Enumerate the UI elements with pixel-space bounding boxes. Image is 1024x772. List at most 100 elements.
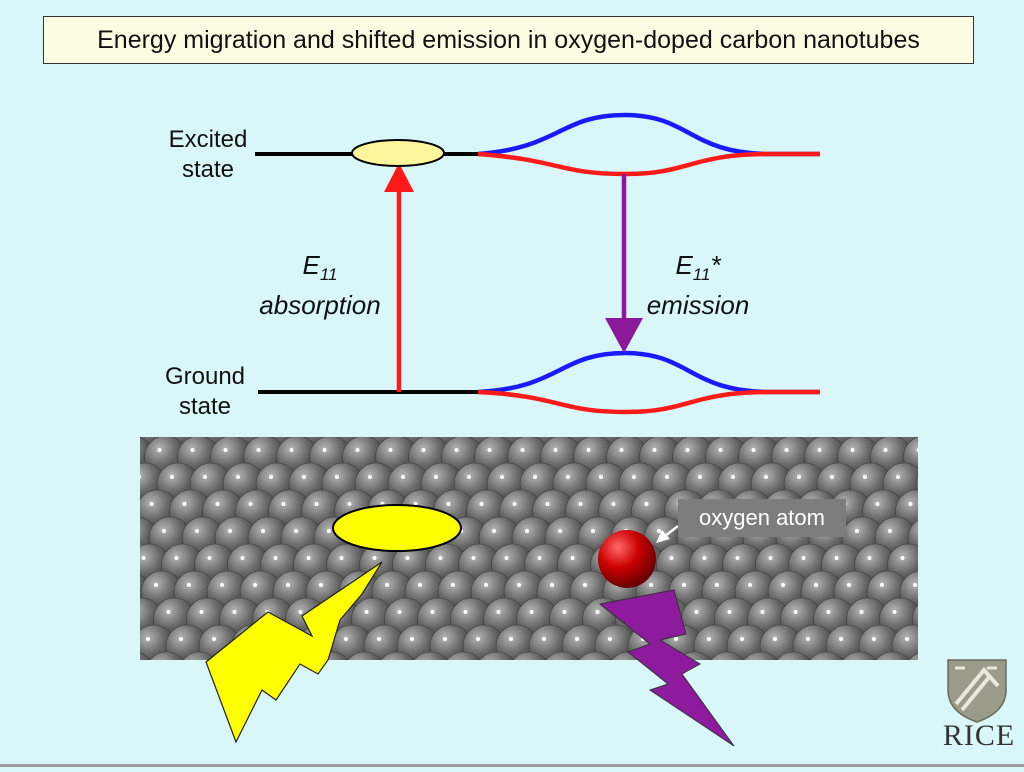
carbon-atom-highlight: [401, 475, 405, 479]
carbon-atom: [891, 624, 918, 660]
carbon-atom-highlight: [203, 475, 207, 479]
carbon-atom-highlight: [805, 421, 809, 425]
carbon-atom-highlight: [364, 610, 369, 614]
carbon-atom-highlight: [174, 556, 179, 560]
carbon-atom-highlight: [281, 502, 286, 506]
carbon-atom: [743, 651, 778, 660]
oxygen-atom-label: oxygen atom: [678, 499, 846, 537]
emission-symbol: E11*: [675, 250, 721, 285]
carbon-atom-highlight: [669, 556, 674, 560]
carbon-atom: [140, 636, 143, 656]
carbon-atom-highlight: [665, 475, 669, 479]
carbon-atom-highlight: [335, 475, 339, 479]
carbon-atom-highlight: [182, 502, 187, 506]
carbon-atom-highlight: [839, 637, 843, 641]
carbon-atom-highlight: [607, 421, 611, 425]
carbon-atom-highlight: [867, 556, 872, 560]
carbon-atom-highlight: [885, 664, 889, 668]
carbon-atom-highlight: [751, 448, 756, 452]
carbon-atom: [67, 625, 109, 667]
carbon-atom-highlight: [170, 475, 174, 479]
carbon-atom-highlight: [390, 664, 394, 668]
carbon-atom-highlight: [682, 583, 686, 587]
carbon-atom-highlight: [212, 637, 216, 641]
carbon-atom-highlight: [121, 583, 125, 587]
oxygen-pointer-arrow: [656, 525, 679, 543]
carbon-atom-highlight: [883, 448, 888, 452]
carbon-atom: [182, 651, 217, 660]
ground-state-label: Ground state: [155, 362, 255, 422]
carbon-atom: [479, 651, 514, 660]
carbon-atom-highlight: [190, 448, 195, 452]
carbon-atom-highlight: [702, 556, 707, 560]
carbon-atom-highlight: [479, 502, 484, 506]
carbon-atom-highlight: [423, 664, 427, 668]
carbon-atom-highlight: [228, 529, 232, 533]
carbon-atom-highlight: [504, 556, 509, 560]
carbon-atom-highlight: [88, 583, 92, 587]
carbon-atom-highlight: [916, 448, 918, 452]
carbon-atom-highlight: [388, 448, 393, 452]
carbon-atom-highlight: [814, 583, 818, 587]
carbon-atom-highlight: [913, 583, 917, 587]
carbon-atom-highlight: [298, 610, 303, 614]
carbon-atom: [446, 651, 481, 660]
carbon-atom: [776, 651, 811, 660]
carbon-atom-highlight: [619, 448, 624, 452]
carbon-atom-highlight: [236, 475, 240, 479]
absorption-word: absorption: [259, 290, 381, 321]
carbon-atom-highlight: [784, 448, 789, 452]
carbon-atom-highlight: [541, 421, 545, 425]
carbon-atom-highlight: [850, 448, 855, 452]
carbon-atom-highlight: [372, 556, 377, 560]
carbon-atom: [710, 651, 745, 660]
carbon-atom-highlight: [80, 637, 84, 641]
carbon-atom-highlight: [852, 664, 856, 668]
carbon-atom-highlight: [550, 583, 554, 587]
carbon-atom-highlight: [192, 664, 196, 668]
carbon-atom-highlight: [343, 421, 347, 425]
carbon-atom-highlight: [685, 448, 690, 452]
carbon-atom-highlight: [760, 610, 765, 614]
carbon-atom-highlight: [376, 421, 380, 425]
carbon-atom-highlight: [261, 529, 265, 533]
carbon-atom-highlight: [574, 421, 578, 425]
carbon-atom-highlight: [385, 583, 389, 587]
excited-lower-curve: [477, 151, 820, 177]
nanotube-atoms: [67, 421, 930, 668]
carbon-atom-highlight: [904, 421, 908, 425]
carbon-atom-highlight: [533, 475, 537, 479]
carbon-atom-highlight: [154, 583, 158, 587]
carbon-atom-highlight: [566, 475, 570, 479]
carbon-atom-highlight: [926, 610, 930, 614]
carbon-atom-highlight: [253, 583, 257, 587]
carbon-atom-highlight: [456, 664, 460, 668]
carbon-atom-highlight: [368, 475, 372, 479]
carbon-atom-highlight: [269, 475, 273, 479]
carbon-atom: [88, 598, 130, 640]
carbon-atom-highlight: [575, 637, 579, 641]
carbon-atom-highlight: [405, 556, 410, 560]
carbon-atom-highlight: [657, 529, 661, 533]
diagram-title: Energy migration and shifted emission in…: [43, 16, 974, 64]
carbon-atom-highlight: [141, 556, 146, 560]
carbon-atom-highlight: [674, 637, 678, 641]
carbon-atom: [842, 651, 877, 660]
carbon-atom-highlight: [126, 664, 130, 668]
carbon-atom-highlight: [484, 583, 488, 587]
carbon-atom-highlight: [129, 529, 133, 533]
absorption-lightning-bolt: [205, 561, 383, 744]
carbon-atom-highlight: [104, 475, 108, 479]
carbon-atom-highlight: [707, 637, 711, 641]
carbon-atom-highlight: [880, 583, 884, 587]
carbon-atom-highlight: [863, 475, 867, 479]
carbon-atom-highlight: [652, 448, 657, 452]
bottom-rule: [0, 764, 1024, 767]
carbon-atom-highlight: [698, 475, 702, 479]
carbon-atom-highlight: [421, 448, 426, 452]
carbon-atom: [578, 651, 613, 660]
rice-shield-logo: [947, 659, 1007, 723]
carbon-atom-highlight: [509, 637, 513, 641]
carbon-atom-highlight: [471, 556, 476, 560]
